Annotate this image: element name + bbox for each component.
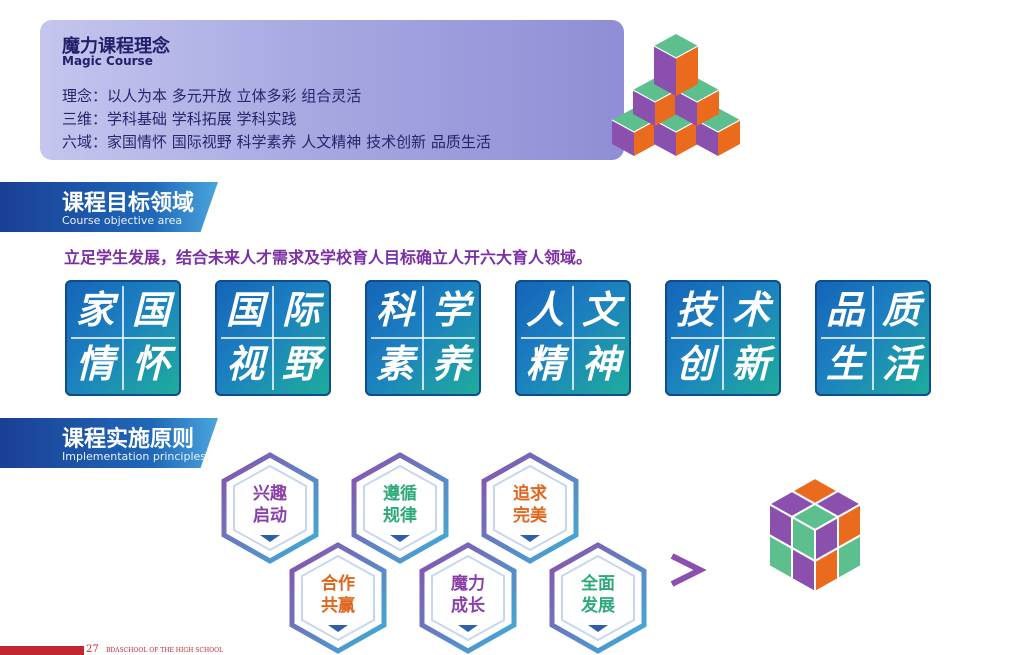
domain-char: 情: [75, 342, 114, 386]
principle-label: 发展: [581, 596, 615, 616]
section-banner-principles: 课程实施原则 Implementation principles: [0, 418, 218, 468]
page-number: 27: [86, 644, 99, 655]
domain-char: 神: [581, 342, 620, 386]
cube-pyramid-illustration: [611, 33, 741, 157]
objective-slogan: 立足学生发展，结合未来人才需求及学校育人目标确立人开六大育人领域。: [64, 248, 593, 267]
principle-label: 规律: [383, 506, 417, 526]
domain-char: 文: [581, 288, 620, 332]
section-subtitle-objective: Course objective area: [62, 214, 183, 227]
domain-char: 国: [131, 288, 170, 332]
concept-title: 魔力课程理念: [62, 36, 170, 57]
principle-hexagon: 魔力成长: [418, 542, 518, 654]
principle-label: 魔力: [451, 574, 485, 594]
domain-char: 科: [375, 288, 414, 332]
concept-card: 魔力课程理念 Magic Course 理念：以人为本 多元开放 立体多彩 组合…: [40, 20, 624, 160]
domain-char: 术: [731, 288, 770, 332]
domain-char: 怀: [131, 342, 170, 386]
domain-char: 品: [825, 288, 864, 332]
domain-tile: 技术创新: [665, 280, 781, 396]
section-title-objective: 课程目标领域: [62, 191, 195, 216]
domain-tile: 科学素养: [365, 280, 481, 396]
domain-char: 质: [881, 288, 920, 332]
principle-hexagon: 遵循规律: [350, 452, 450, 564]
principle-label: 启动: [253, 506, 287, 526]
domain-char: 精: [525, 342, 564, 386]
domain-char: 国: [225, 288, 264, 332]
domain-char: 素: [375, 342, 414, 386]
footer-tag: [0, 646, 84, 655]
principle-label: 共赢: [321, 596, 355, 616]
section-banner-objective: 课程目标领域 Course objective area: [0, 182, 218, 232]
principle-label: 全面: [581, 574, 615, 594]
section-subtitle-principles: Implementation principles: [62, 450, 207, 463]
domain-char: 技: [675, 288, 714, 332]
section-title-principles: 课程实施原则: [62, 427, 195, 452]
principle-label: 追求: [513, 484, 547, 504]
cube-block-illustration: [766, 478, 864, 594]
concept-subtitle: Magic Course: [62, 54, 153, 68]
principle-hexagon: 全面发展: [548, 542, 648, 654]
principle-label: 合作: [321, 574, 355, 594]
principle-label: 完美: [513, 506, 547, 526]
domain-char: 活: [881, 342, 920, 386]
domain-char: 生: [825, 342, 864, 386]
domain-tile: 品质生活: [815, 280, 931, 396]
domain-char: 视: [225, 342, 264, 386]
domain-char: 际: [281, 288, 320, 332]
footer-school-name: BDASCHOOL OF THE HIGH SCHOOL: [106, 647, 224, 654]
principle-label: 兴趣: [253, 484, 287, 504]
domain-tile: 国际视野: [215, 280, 331, 396]
domain-char: 养: [431, 342, 470, 386]
concept-line-dimensions: 三维：学科基础 学科拓展 学科实践: [62, 110, 297, 128]
domain-char: 人: [525, 288, 564, 332]
principle-label: 成长: [451, 596, 485, 616]
domain-char: 学: [431, 288, 470, 332]
domain-char: 创: [675, 342, 714, 386]
principle-hexagon: 合作共赢: [288, 542, 388, 654]
domain-char: 新: [731, 342, 770, 386]
concept-line-ideas: 理念：以人为本 多元开放 立体多彩 组合灵活: [62, 87, 362, 105]
domain-char: 野: [281, 342, 320, 386]
principle-hexagon: 兴趣启动: [220, 452, 320, 564]
domain-tile: 人文精神: [515, 280, 631, 396]
domain-char: 家: [75, 288, 114, 332]
principle-label: 遵循: [383, 484, 417, 504]
concept-line-domains: 六域：家国情怀 国际视野 科学素养 人文精神 技术创新 品质生活: [62, 133, 491, 151]
principle-hexagon: 追求完美: [480, 452, 580, 564]
domain-tile: 家国情怀: [65, 280, 181, 396]
